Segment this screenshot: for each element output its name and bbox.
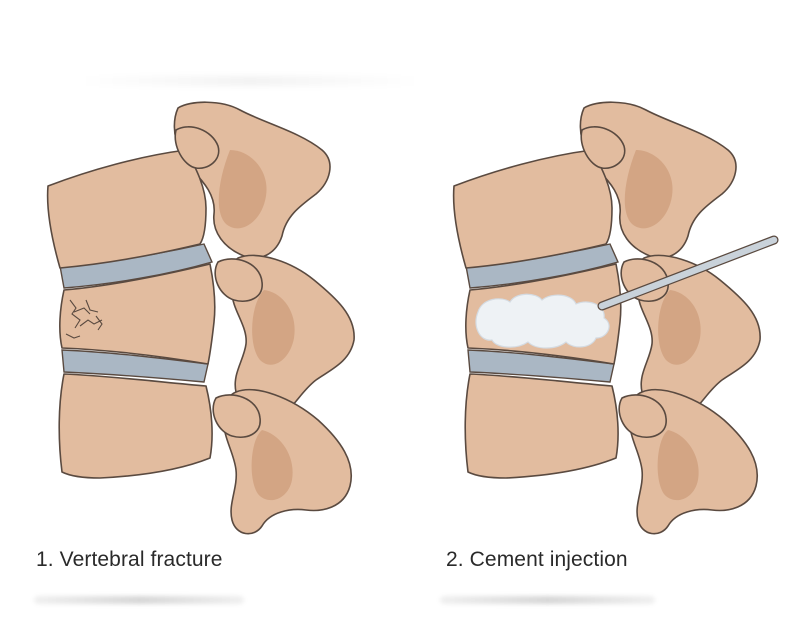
spine-left bbox=[46, 101, 355, 535]
intervertebral-disc-2 bbox=[61, 349, 209, 383]
facet-joint-1 bbox=[580, 126, 626, 170]
fracture-crack-6 bbox=[95, 315, 103, 331]
fracture-crack-3 bbox=[79, 319, 103, 327]
spine-group bbox=[452, 101, 779, 535]
facet-joint-3 bbox=[618, 394, 667, 438]
vertebral-body-3 bbox=[58, 373, 213, 479]
bone-shading-2 bbox=[252, 290, 295, 365]
bone-cement bbox=[475, 293, 610, 349]
fracture-crack-2 bbox=[73, 307, 91, 315]
vertebral-body-1 bbox=[46, 149, 207, 269]
spine-group bbox=[46, 101, 355, 535]
fracture-crack-4 bbox=[65, 333, 81, 339]
vertebral-body-2 bbox=[59, 263, 216, 365]
spine-right bbox=[452, 101, 779, 535]
caption-vertebral-fracture: 1. Vertebral fracture bbox=[36, 548, 223, 571]
scan-artifact bbox=[80, 76, 420, 86]
bone-shading-1 bbox=[218, 150, 267, 229]
caption-cement-injection: 2. Cement injection bbox=[446, 548, 628, 571]
bone-shading-3 bbox=[657, 430, 699, 501]
facet-joint-3 bbox=[212, 394, 261, 438]
bone-shading-1 bbox=[624, 150, 673, 229]
facet-joint-2 bbox=[214, 258, 263, 302]
fracture-crack-1 bbox=[69, 299, 81, 329]
vertebral-body-3 bbox=[464, 373, 619, 479]
bone-shading-2 bbox=[658, 290, 701, 365]
caption-shadow-right bbox=[440, 596, 655, 604]
bone-shading-3 bbox=[251, 430, 293, 501]
intervertebral-disc-2 bbox=[467, 349, 615, 383]
fracture-crack-5 bbox=[85, 299, 99, 313]
injection-needle bbox=[598, 236, 778, 310]
vertebral-body-1 bbox=[452, 149, 613, 269]
facet-joint-1 bbox=[174, 126, 220, 170]
caption-shadow-left bbox=[34, 596, 244, 604]
